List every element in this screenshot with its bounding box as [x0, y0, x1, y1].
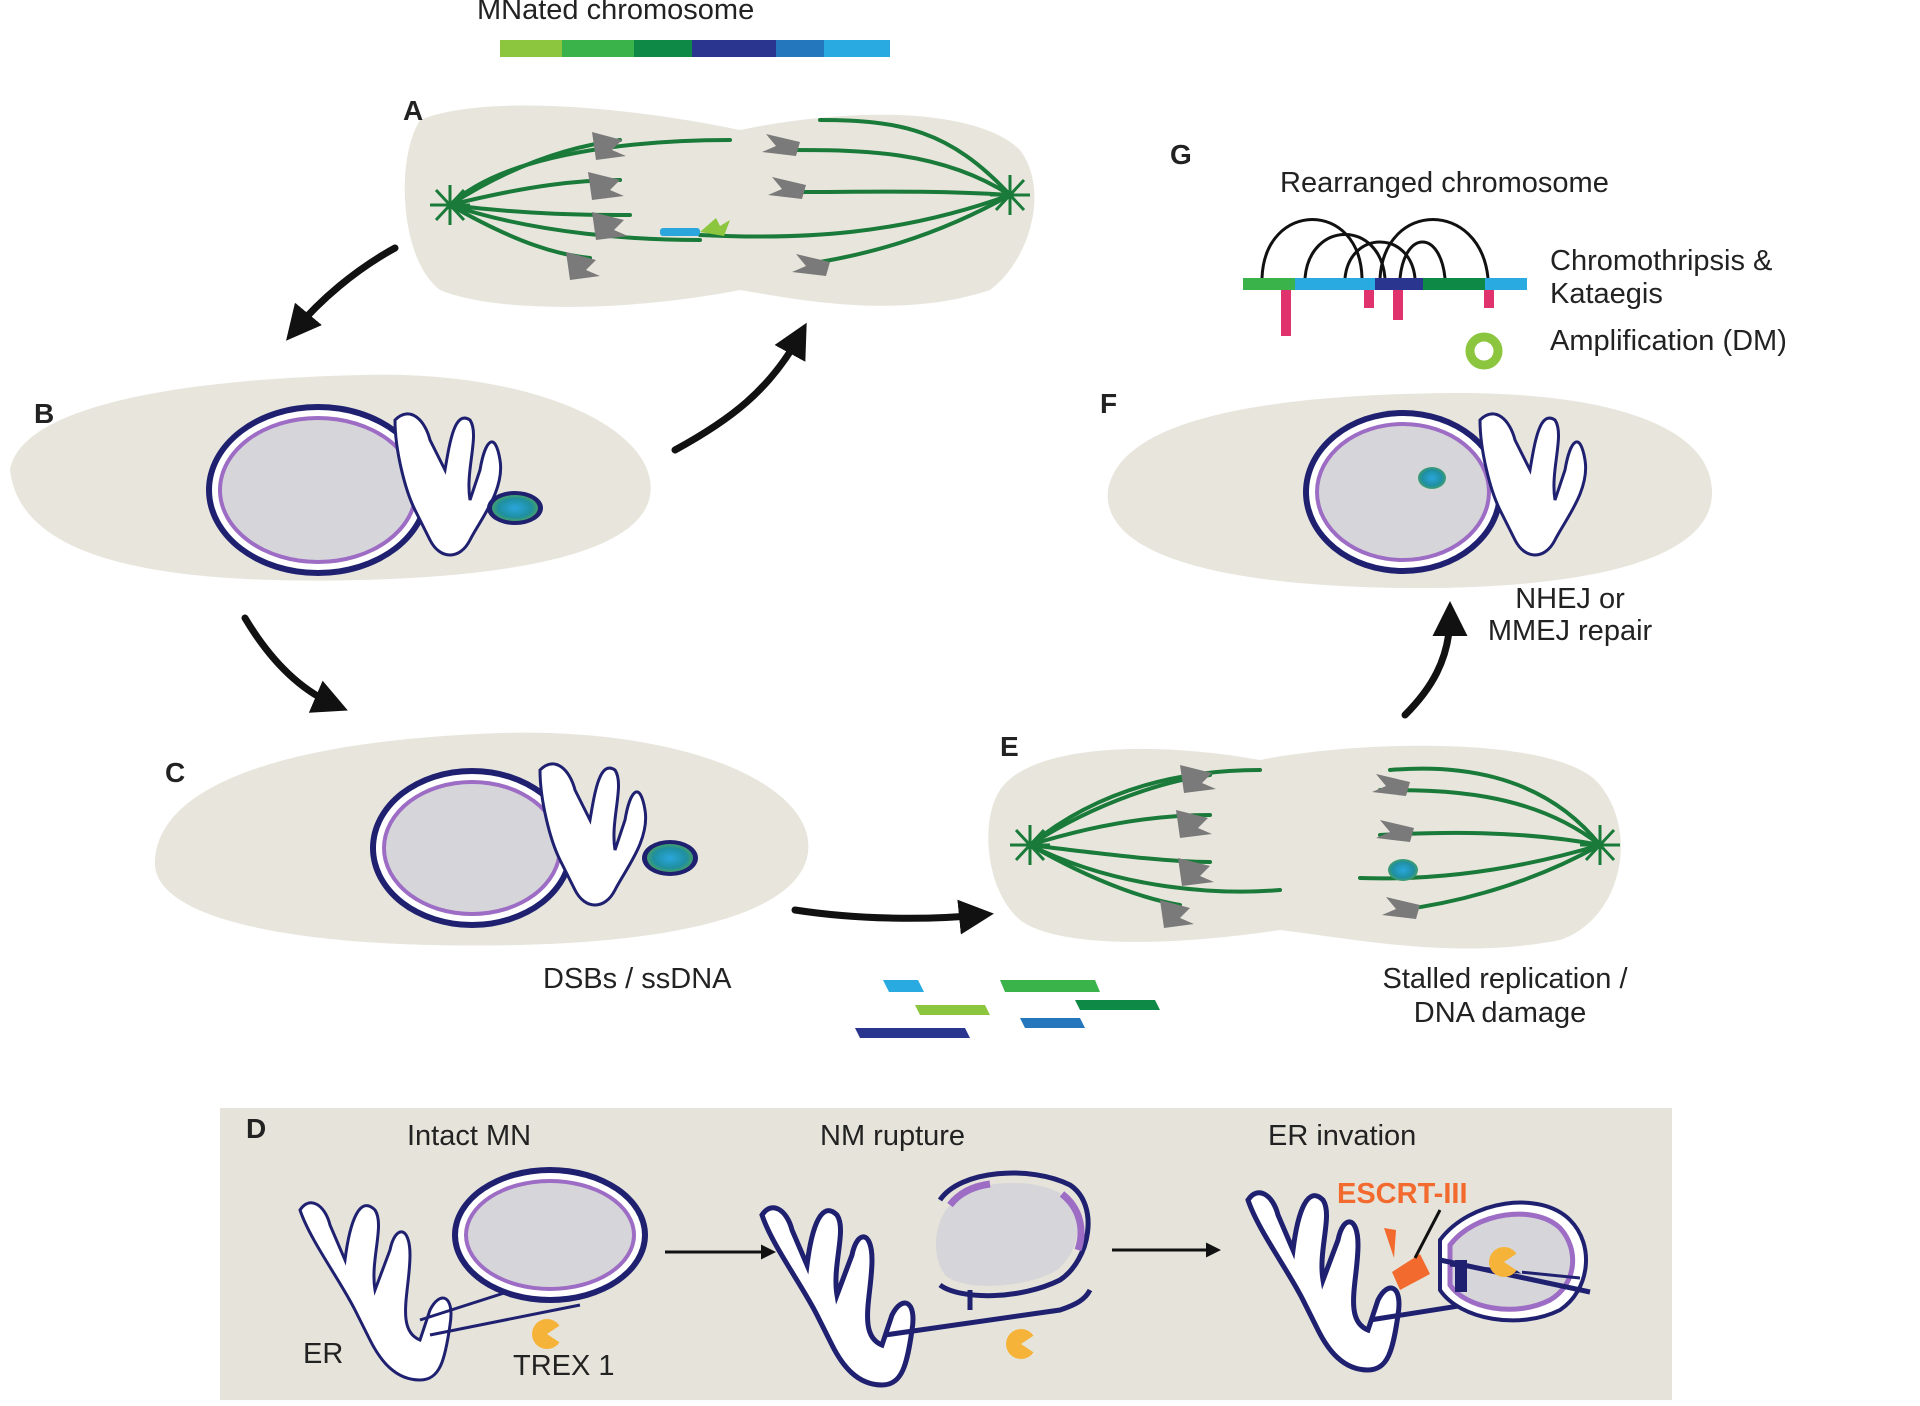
trex1-label: TREX 1 [513, 1350, 615, 1382]
chromosome-bar-segment [500, 40, 562, 57]
panel-d-step-1 [298, 1167, 648, 1382]
cell-b [10, 374, 651, 581]
cell-e-body [988, 745, 1621, 949]
micronucleus-d1 [452, 1167, 648, 1303]
spindle-pole-e-left [1010, 825, 1050, 865]
chromosome-bar-segment [824, 40, 890, 57]
micronucleus-b [487, 491, 543, 525]
chromosome-bar-segment [634, 40, 692, 57]
trex1-d2 [1006, 1329, 1039, 1359]
nucleus-b [206, 404, 430, 576]
repair-label-line-2: MMEJ repair [1487, 615, 1653, 647]
nucleus-f [1303, 410, 1503, 574]
arrow-c-to-e [791, 899, 994, 935]
rearranged-chromosome [1243, 218, 1527, 370]
mnated-chromosome-bar [500, 40, 890, 57]
arrow-a-to-b [286, 244, 399, 341]
arrow-b-to-a [671, 322, 807, 454]
er-d2 [759, 1205, 1093, 1388]
step-nm-rupture-label: NM rupture [820, 1120, 966, 1152]
micronucleus-c [642, 840, 698, 876]
cycle-arrows [241, 244, 1468, 935]
er-b [393, 412, 503, 557]
kataegis-label: Kataegis [1550, 278, 1663, 310]
stalled-replication-line-1: Stalled replication / [1382, 963, 1628, 995]
panel-label-c: C [165, 757, 186, 788]
panel-d-step-2 [759, 1170, 1093, 1388]
ruptured-micronucleus-d2 [935, 1170, 1091, 1299]
spindle-pole-a-left [430, 185, 470, 225]
arrow-b-to-c [241, 614, 348, 713]
cell-e [988, 745, 1621, 949]
er-label: ER [303, 1338, 344, 1370]
chromothripsis-label: Chromothripsis & [1550, 245, 1773, 277]
micronucleus-e [1388, 859, 1418, 881]
panel-label-a: A [403, 95, 424, 126]
er-f [1478, 412, 1588, 557]
panel-label-g: G [1170, 139, 1192, 170]
double-minute-ring [1465, 332, 1503, 370]
kataegis-marks [1281, 290, 1494, 336]
rearrangement-arcs [1260, 218, 1490, 279]
lagging-chromosome-a [660, 218, 730, 236]
step-er-invation-label: ER invation [1268, 1120, 1417, 1152]
chromosome-bar-segment [776, 40, 824, 57]
nucleus-c [370, 768, 574, 928]
panel-d-step-3 [1245, 1190, 1591, 1373]
er-c [538, 762, 648, 907]
dna-fragments [855, 980, 1160, 1038]
cell-a [404, 105, 1035, 307]
panel-label-d: D [246, 1113, 267, 1144]
trex1-d1 [532, 1319, 565, 1349]
mnated-chromosome-title: MNated chromosome [477, 0, 755, 26]
panel-label-f: F [1100, 388, 1118, 419]
panel-label-b: B [34, 398, 55, 429]
cell-a-body [404, 105, 1035, 307]
trex1-d3 [1489, 1247, 1522, 1277]
chromosome-bar-segment [692, 40, 776, 57]
escrt-iii-label: ESCRT-III [1337, 1178, 1468, 1210]
rearranged-chromosome-title: Rearranged chromosome [1280, 167, 1609, 199]
repair-label-line-1: NHEJ or [1515, 583, 1625, 615]
spindle-pole-e-right [1580, 825, 1620, 865]
panel-label-e: E [1000, 731, 1019, 762]
chromosomes-a [566, 132, 830, 280]
step-intact-mn-label: Intact MN [407, 1120, 532, 1152]
spindle-pole-a-right [990, 175, 1030, 215]
arrow-e-to-f [1401, 601, 1468, 719]
panel-d-arrows [665, 1242, 1221, 1260]
stalled-replication-line-2: DNA damage [1413, 997, 1587, 1029]
cell-f [1107, 392, 1713, 589]
chromosome-bar-segment [562, 40, 634, 57]
cell-c [154, 732, 809, 946]
escrt-iii-complex [1384, 1228, 1430, 1290]
dsbs-label: DSBs / ssDNA [543, 963, 732, 995]
escrt-pointer [1413, 1209, 1442, 1259]
chromosomes-e [1160, 765, 1420, 928]
amplification-label: Amplification (DM) [1550, 325, 1787, 357]
